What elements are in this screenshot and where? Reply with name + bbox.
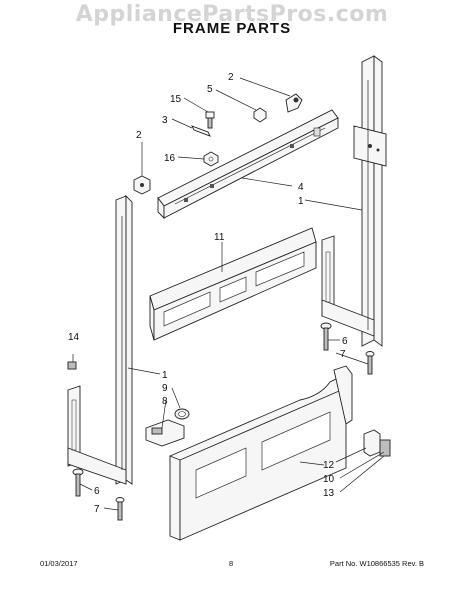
latch-bracket xyxy=(363,429,391,457)
screw-7-right xyxy=(365,351,375,375)
nut-16 xyxy=(203,151,219,167)
callout-1-top: 1 xyxy=(298,196,304,207)
clip-14 xyxy=(67,361,77,370)
screw-5 xyxy=(253,107,267,123)
bottom-front-panel xyxy=(169,365,353,541)
callout-9: 9 xyxy=(162,383,168,394)
callout-7-left: 7 xyxy=(94,504,100,515)
footer-date: 01/03/2017 xyxy=(40,559,78,568)
callout-6-left: 6 xyxy=(94,486,100,497)
screw-6-left xyxy=(72,468,84,497)
callout-7-right: 7 xyxy=(340,349,346,360)
left-side-frame xyxy=(67,194,133,485)
callout-4: 4 xyxy=(298,182,304,193)
callout-3: 3 xyxy=(162,115,168,126)
knob-9 xyxy=(174,408,190,420)
callout-13: 13 xyxy=(323,488,335,499)
switch-assembly xyxy=(145,419,185,447)
callout-15: 15 xyxy=(170,94,182,105)
leader-lines xyxy=(72,77,385,511)
callout-2-top: 2 xyxy=(228,72,234,83)
callout-6-right: 6 xyxy=(342,336,348,347)
callout-8: 8 xyxy=(162,396,168,407)
callout-16: 16 xyxy=(164,153,176,164)
callout-10: 10 xyxy=(323,474,335,485)
footer-part-info: Part No. W10866535 Rev. B xyxy=(329,559,424,568)
watermark: AppliancePartsPros.com xyxy=(75,2,389,27)
screw-6-right xyxy=(320,322,332,351)
bracket-2-left xyxy=(133,175,151,195)
right-side-frame xyxy=(321,55,387,347)
callout-5: 5 xyxy=(207,84,213,95)
clip-3 xyxy=(191,125,211,137)
bracket-2-top xyxy=(285,93,303,113)
center-panel xyxy=(149,227,317,341)
callout-12: 12 xyxy=(323,460,335,471)
footer-page-number: 8 xyxy=(229,559,234,568)
callout-1-bottom: 1 xyxy=(162,370,168,381)
screw-15 xyxy=(205,111,215,129)
screw-7-left xyxy=(115,497,125,521)
callout-11: 11 xyxy=(214,232,225,243)
callout-14: 14 xyxy=(68,332,80,343)
page-title: FRAME PARTS xyxy=(172,20,292,37)
top-crossmember xyxy=(157,109,339,220)
callout-2-left: 2 xyxy=(136,130,142,141)
